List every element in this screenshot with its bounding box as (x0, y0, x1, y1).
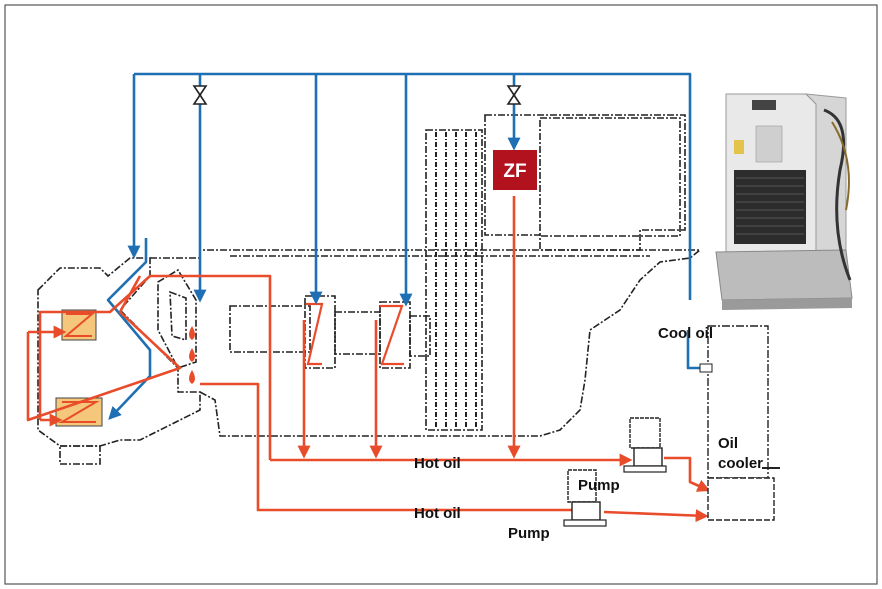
pump-icon (623, 417, 667, 473)
oil-cooler-label-line2: cooler (718, 455, 763, 472)
cool-oil-lines (106, 72, 704, 420)
oil-cooler-label-line1: Oil (718, 435, 738, 452)
coil-icon (61, 309, 97, 341)
oil-cooler-tank (699, 325, 780, 521)
cool-oil-label: Cool oil (658, 325, 713, 342)
pump-upper-label: Pump (578, 477, 620, 494)
oil-drop-icon (189, 326, 195, 384)
pump-icon (563, 469, 607, 527)
zf-badge: ZF (493, 150, 537, 190)
hot-oil-lower-label: Hot oil (414, 505, 461, 522)
machine-outline (37, 114, 703, 465)
oil-cooler-unit-image (706, 84, 862, 316)
coil-icon (306, 302, 324, 366)
valve-icon (506, 85, 522, 105)
coil-icon (380, 304, 404, 366)
hot-oil-lines (26, 196, 711, 523)
hot-oil-upper-label: Hot oil (414, 455, 461, 472)
zf-label: ZF (503, 161, 526, 182)
pump-lower-label: Pump (508, 525, 550, 542)
figure-border (4, 4, 878, 585)
valve-icon (192, 85, 208, 105)
